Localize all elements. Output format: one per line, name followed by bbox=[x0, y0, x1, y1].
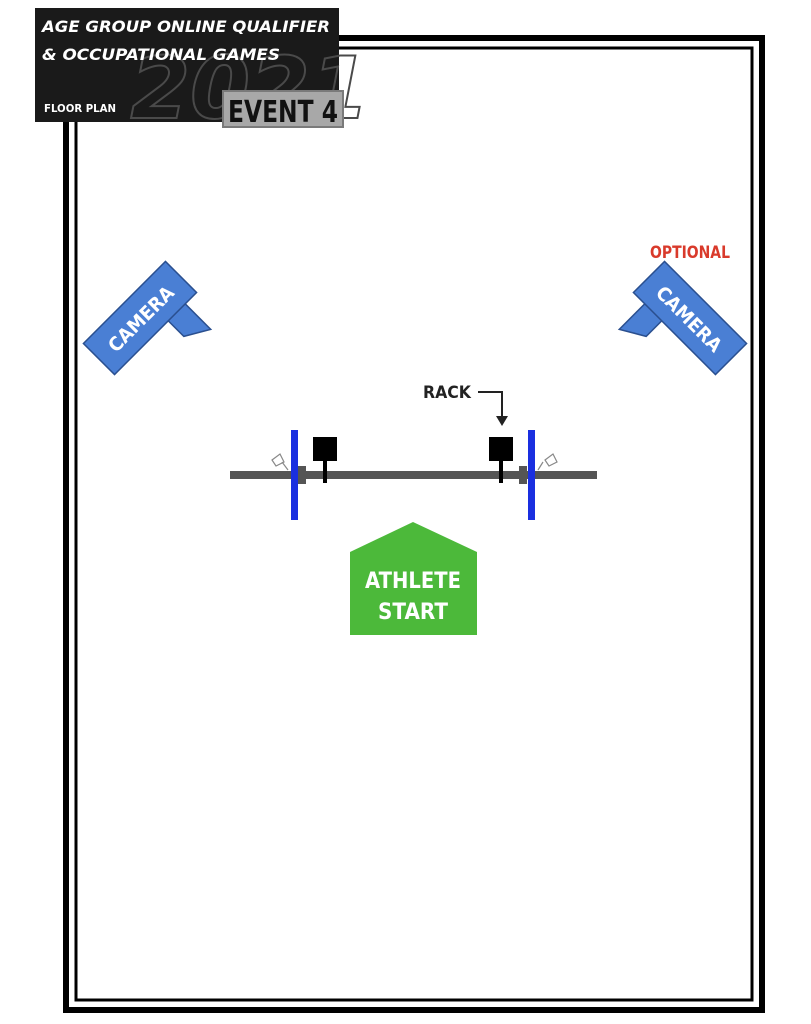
rack-upright-left bbox=[313, 437, 337, 483]
barbell bbox=[230, 430, 597, 520]
athlete-start-marker bbox=[350, 522, 477, 635]
barbell-sleeve-right bbox=[519, 466, 527, 484]
athlete-start-line1: ATHLETE bbox=[365, 569, 461, 594]
event-label: EVENT 4 bbox=[228, 95, 338, 130]
header-title-line2: & OCCUPATIONAL GAMES bbox=[42, 45, 280, 64]
rack-label: RACK bbox=[423, 383, 472, 403]
collar-right-icon bbox=[537, 453, 558, 471]
plate-right bbox=[528, 430, 535, 520]
camera-right: CAMERA bbox=[617, 260, 748, 376]
camera-left-body bbox=[82, 260, 198, 376]
rack-upright-right bbox=[489, 437, 513, 483]
camera-left: CAMERA bbox=[82, 260, 213, 376]
rack-arrow-icon bbox=[478, 391, 508, 426]
event-badge: EVENT 4 bbox=[222, 90, 344, 130]
floor-plan-label: FLOOR PLAN bbox=[44, 102, 116, 115]
barbell-sleeve-left bbox=[298, 466, 306, 484]
athlete-start-line2: START bbox=[378, 600, 448, 625]
collar-left-icon bbox=[271, 453, 289, 471]
plate-left bbox=[291, 430, 298, 520]
floor-boundary bbox=[63, 35, 765, 1013]
barbell-shaft bbox=[230, 471, 597, 479]
optional-note: OPTIONAL bbox=[650, 243, 730, 263]
header-title-line1: AGE GROUP ONLINE QUALIFIER bbox=[40, 17, 330, 36]
camera-right-body bbox=[632, 260, 748, 376]
athlete-start: ATHLETE START bbox=[350, 522, 477, 635]
